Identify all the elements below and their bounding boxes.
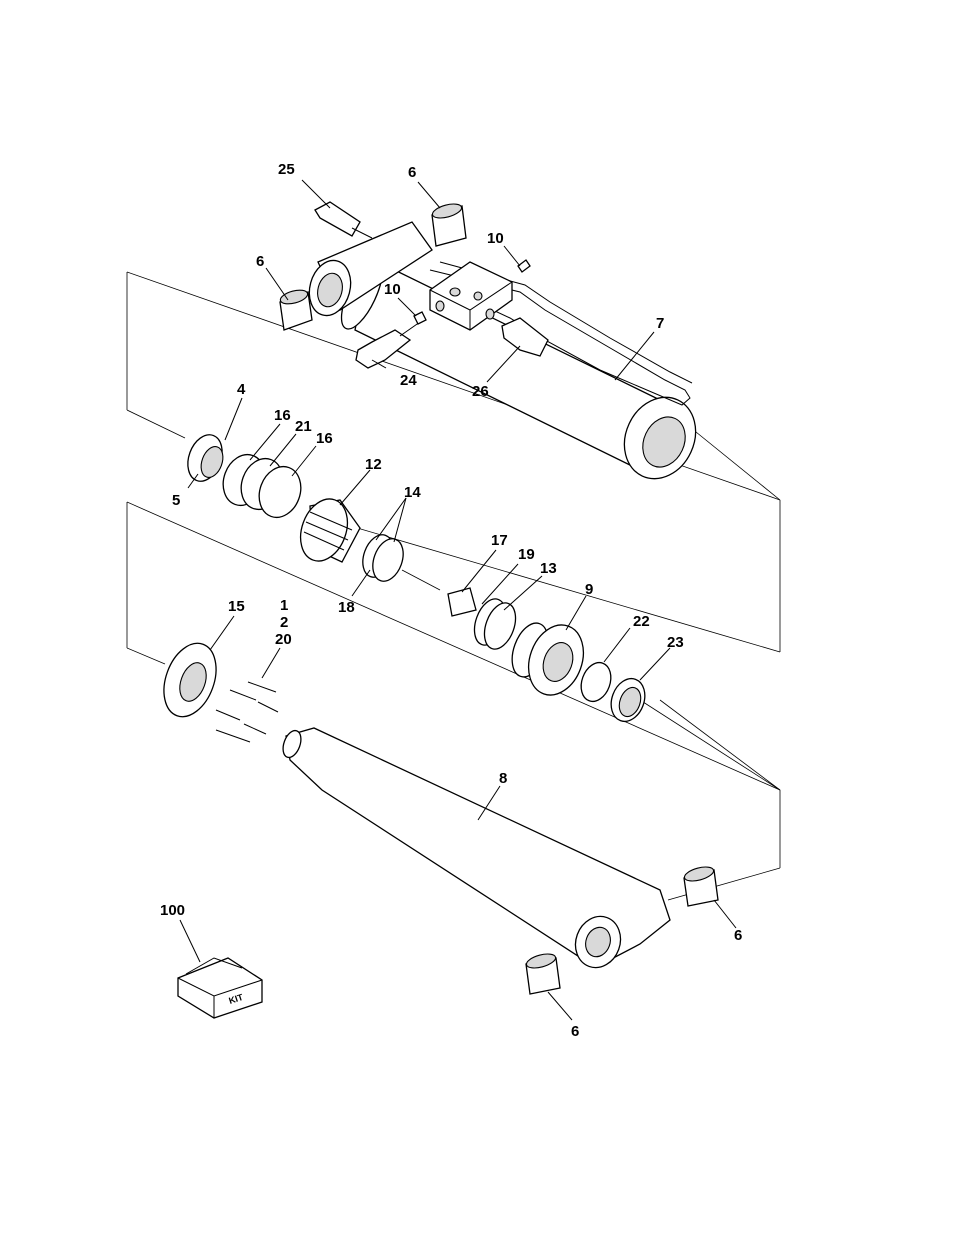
callout-19: 19 xyxy=(518,546,535,563)
callout-24: 24 xyxy=(400,372,417,389)
callout-4: 4 xyxy=(237,381,246,398)
callout-12: 12 xyxy=(365,456,382,473)
callout-26: 26 xyxy=(472,383,489,400)
callout-20: 20 xyxy=(275,631,292,648)
flange-plate xyxy=(163,642,217,718)
callout-2: 2 xyxy=(280,614,288,631)
callout-22: 22 xyxy=(633,613,650,630)
callout-8: 8 xyxy=(499,770,507,787)
callout-23: 23 xyxy=(667,634,684,651)
kit-box-icon: KIT xyxy=(177,957,263,1019)
callout-13: 13 xyxy=(540,560,557,577)
spacer-and-rings xyxy=(447,587,517,650)
piston xyxy=(299,498,361,563)
hydraulic-fittings xyxy=(314,201,549,369)
cap-screws xyxy=(215,681,279,743)
callout-14: 14 xyxy=(404,484,421,501)
callout-10: 10 xyxy=(487,230,504,247)
rod-seals xyxy=(580,661,646,723)
callout-100: 100 xyxy=(160,902,185,919)
callout-16: 16 xyxy=(316,430,333,447)
gland xyxy=(511,622,585,696)
leader-lines xyxy=(179,179,737,1021)
callout-10: 10 xyxy=(384,281,401,298)
callout-16: 16 xyxy=(274,407,291,424)
callout-25: 25 xyxy=(278,161,295,178)
bushings xyxy=(279,203,719,995)
callout-9: 9 xyxy=(585,581,593,598)
port-block xyxy=(429,261,513,331)
callout-6: 6 xyxy=(571,1023,579,1040)
callout-labels: 25 6 10 6 10 7 24 26 4 16 21 16 12 5 14 … xyxy=(160,161,742,1040)
callout-6: 6 xyxy=(734,927,742,944)
callout-15: 15 xyxy=(228,598,245,615)
callout-6: 6 xyxy=(256,253,264,270)
callout-6: 6 xyxy=(408,164,416,181)
wear-rings xyxy=(362,534,404,582)
callout-1: 1 xyxy=(280,597,288,614)
gland-nut xyxy=(187,434,224,482)
seal-rings-front xyxy=(222,453,302,519)
callout-17: 17 xyxy=(491,532,508,549)
callout-5: 5 xyxy=(172,492,180,509)
kit-box-label: KIT xyxy=(228,992,245,1006)
callout-7: 7 xyxy=(656,315,664,332)
piston-rod xyxy=(282,727,671,969)
callout-18: 18 xyxy=(338,599,355,616)
callout-21: 21 xyxy=(295,418,312,435)
